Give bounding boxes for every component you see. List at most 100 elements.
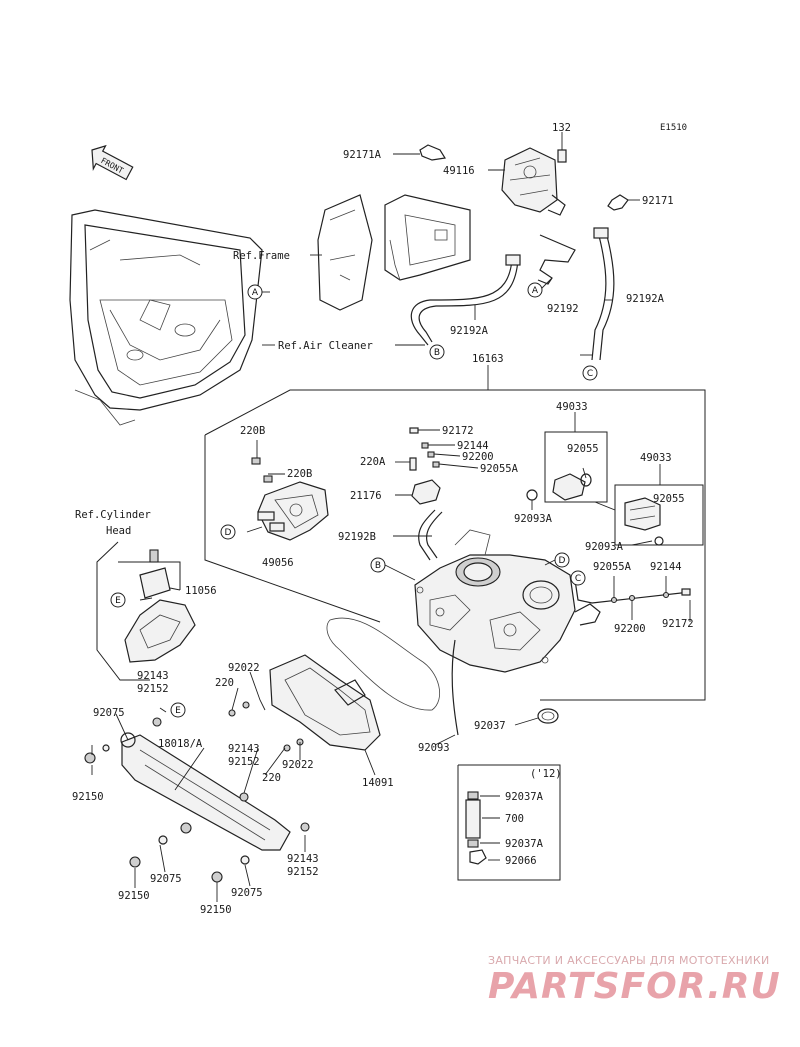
part-label: 92143 — [287, 853, 319, 865]
throttle-body — [414, 529, 601, 673]
cable-loop — [326, 617, 440, 711]
injector-box-1 — [544, 431, 608, 503]
part-label: 11056 — [185, 585, 217, 597]
part-label: 49033 — [640, 452, 672, 464]
part-label: 700 — [505, 813, 524, 825]
air-cleaner-housing — [69, 209, 263, 426]
callout-C-2: C — [570, 570, 586, 586]
callout-A-1: A — [247, 284, 263, 300]
part-label: 220B — [287, 468, 312, 480]
part-label: 92075 — [150, 873, 182, 885]
hose-92192B — [418, 509, 436, 561]
part-label: 92022 — [282, 759, 314, 771]
part-label: 92152 — [228, 756, 260, 768]
year-group-parts — [465, 791, 487, 865]
svg-text:C: C — [587, 369, 593, 379]
top-hardware — [409, 427, 479, 469]
diagram-code: E1510 — [660, 123, 687, 133]
svg-text:B: B — [434, 348, 440, 358]
callout-D-2: D — [554, 552, 570, 568]
part-label: 92066 — [505, 855, 537, 867]
callout-D-1: D — [220, 524, 236, 540]
ref-cylinder-label: Ref.Cylinder — [75, 509, 151, 521]
hoses-upper — [410, 227, 615, 361]
frame-bracket — [317, 194, 471, 311]
part-label: 92150 — [72, 791, 104, 803]
sensor-21176 — [409, 457, 441, 505]
part-label: 49033 — [556, 401, 588, 413]
callout-C-1: C — [582, 365, 598, 381]
part-label: 220 — [262, 772, 281, 784]
watermark-brand: PARTSFOR.RU — [488, 966, 781, 1007]
part-label: 92192 — [547, 303, 579, 315]
part-label: 92093 — [418, 742, 450, 754]
bracket-49056 — [251, 457, 329, 541]
part-label: 220 — [215, 677, 234, 689]
part-label: 92093A — [514, 513, 553, 525]
part-label: 92150 — [118, 890, 150, 902]
part-label: 18018/A — [158, 738, 203, 750]
part-label: 92172 — [662, 618, 694, 630]
right-hose-assembly — [574, 579, 691, 604]
cylinder-head-frame — [96, 541, 150, 681]
part-label: 92055A — [593, 561, 632, 573]
part-label: 92144 — [457, 440, 489, 452]
part-label: 14091 — [362, 777, 394, 789]
part-label: 92200 — [614, 623, 646, 635]
svg-text:B: B — [375, 561, 381, 571]
part-label: 92150 — [200, 904, 232, 916]
part-label: 92075 — [231, 887, 263, 899]
svg-text:A: A — [252, 288, 259, 298]
part-label: 220B — [240, 425, 265, 437]
ref-head-label: Head — [106, 525, 131, 537]
hose-92192B-b — [426, 511, 443, 559]
part-label: 92022 — [228, 662, 260, 674]
watermark-tagline: ЗАПЧАСТИ И АКСЕССУАРЫ ДЛЯ МОТОТЕХНИКИ — [488, 954, 770, 967]
cylinder-head-part — [124, 599, 196, 663]
svg-text:D: D — [559, 556, 566, 566]
part-number-labels: 92171A 132 49116 92171 92192 92192A 9219… — [72, 122, 694, 916]
year-group-frame — [457, 764, 561, 881]
part-label: 92037A — [505, 791, 544, 803]
front-arrow-icon: FRONT — [91, 144, 134, 181]
ref-frame-label: Ref.Frame — [233, 250, 290, 262]
part-label: 21176 — [350, 490, 382, 502]
clamp-92037 — [537, 708, 559, 724]
callout-E-1: E — [110, 592, 126, 608]
cover-14091 — [269, 654, 381, 751]
callout-B-2: B — [370, 557, 386, 573]
part-label: 92152 — [137, 683, 169, 695]
part-label: 92143 — [228, 743, 260, 755]
leader-lines — [91, 153, 691, 902]
throttle-body-group-frame-left — [204, 435, 381, 623]
idle-control-valve — [501, 132, 567, 216]
drain-hose-92093 — [451, 639, 459, 736]
part-label: 92192A — [626, 293, 665, 305]
fuel-joint — [526, 473, 592, 501]
part-label: 92200 — [462, 451, 494, 463]
part-label: 92037 — [474, 720, 506, 732]
part-label: 92152 — [287, 866, 319, 878]
callout-B-1: B — [429, 344, 445, 360]
part-label: 92037A — [505, 838, 544, 850]
part-label: 49116 — [443, 165, 475, 177]
callout-A-2: A — [527, 282, 543, 298]
part-label: 92055 — [653, 493, 685, 505]
bracket-11056 — [139, 549, 171, 599]
part-label: 220A — [360, 456, 386, 468]
part-label: 92055 — [567, 443, 599, 455]
svg-text:E: E — [115, 596, 121, 606]
part-label: 49056 — [262, 557, 294, 569]
fuel-injector — [624, 497, 664, 546]
part-label: 92075 — [93, 707, 125, 719]
cylinder-head-frame-top — [118, 561, 181, 590]
clip-92171 — [607, 194, 629, 211]
part-label: 92055A — [480, 463, 519, 475]
part-label: 132 — [552, 122, 571, 134]
part-label: 16163 — [472, 353, 504, 365]
part-label: 92171A — [343, 149, 382, 161]
part-label: 92172 — [442, 425, 474, 437]
ref-air-cleaner-label: Ref.Air Cleaner — [278, 340, 373, 352]
svg-text:E: E — [175, 706, 181, 716]
